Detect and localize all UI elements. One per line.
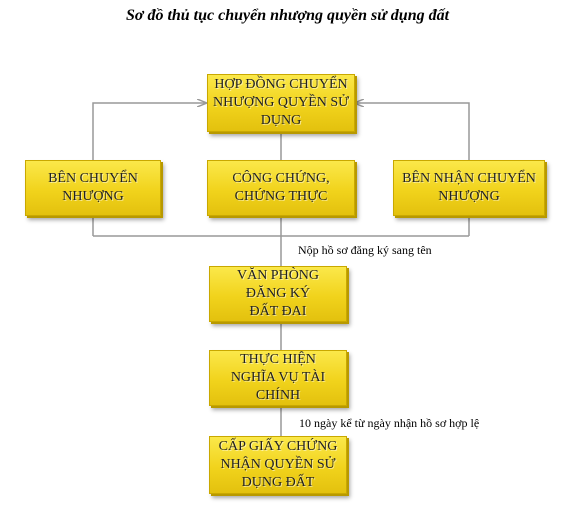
contract-box: HỢP ĐỒNG CHUYỂN NHƯỢNG QUYỀN SỬ DỤNG: [207, 74, 355, 132]
transferee-box: BÊN NHẬN CHUYỂN NHƯỢNG: [393, 160, 545, 216]
arrow-transferor-to-contract: [92, 103, 206, 160]
note-ten-days: 10 ngày kể từ ngày nhận hồ sơ hợp lệ: [299, 416, 480, 430]
notarization-label: CÔNG CHỨNG, CHỨNG THỰC: [232, 171, 330, 204]
financial-label: THỰC HIỆN NGHĨA VỤ TÀI CHÍNH: [230, 352, 326, 403]
financial-box: THỰC HIỆN NGHĨA VỤ TÀI CHÍNH: [209, 350, 347, 406]
certificate-box: CẤP GIẤY CHỨNG NHẬN QUYỀN SỬ DỤNG ĐẤT: [209, 436, 347, 494]
notarization-box: CÔNG CHỨNG, CHỨNG THỰC: [207, 160, 355, 216]
note-submit: Nộp hồ sơ đăng ký sang tên: [298, 243, 432, 257]
land-office-box: VĂN PHÒNG ĐĂNG KÝ ĐẤT ĐAI: [209, 266, 347, 322]
transferee-label: BÊN NHẬN CHUYỂN NHƯỢNG: [402, 171, 536, 204]
land-office-label: VĂN PHÒNG ĐĂNG KÝ ĐẤT ĐAI: [236, 268, 320, 319]
transferor-box: BÊN CHUYỂN NHƯỢNG: [25, 160, 161, 216]
arrow-transferee-to-contract: [355, 103, 470, 160]
certificate-label: CẤP GIẤY CHỨNG NHẬN QUYỀN SỬ DỤNG ĐẤT: [218, 439, 338, 490]
contract-label: HỢP ĐỒNG CHUYỂN NHƯỢNG QUYỀN SỬ DỤNG: [212, 77, 350, 128]
diagram-title: Sơ đồ thủ tục chuyển nhượng quyền sử dụn…: [125, 7, 450, 24]
transferor-label: BÊN CHUYỂN NHƯỢNG: [48, 171, 138, 204]
